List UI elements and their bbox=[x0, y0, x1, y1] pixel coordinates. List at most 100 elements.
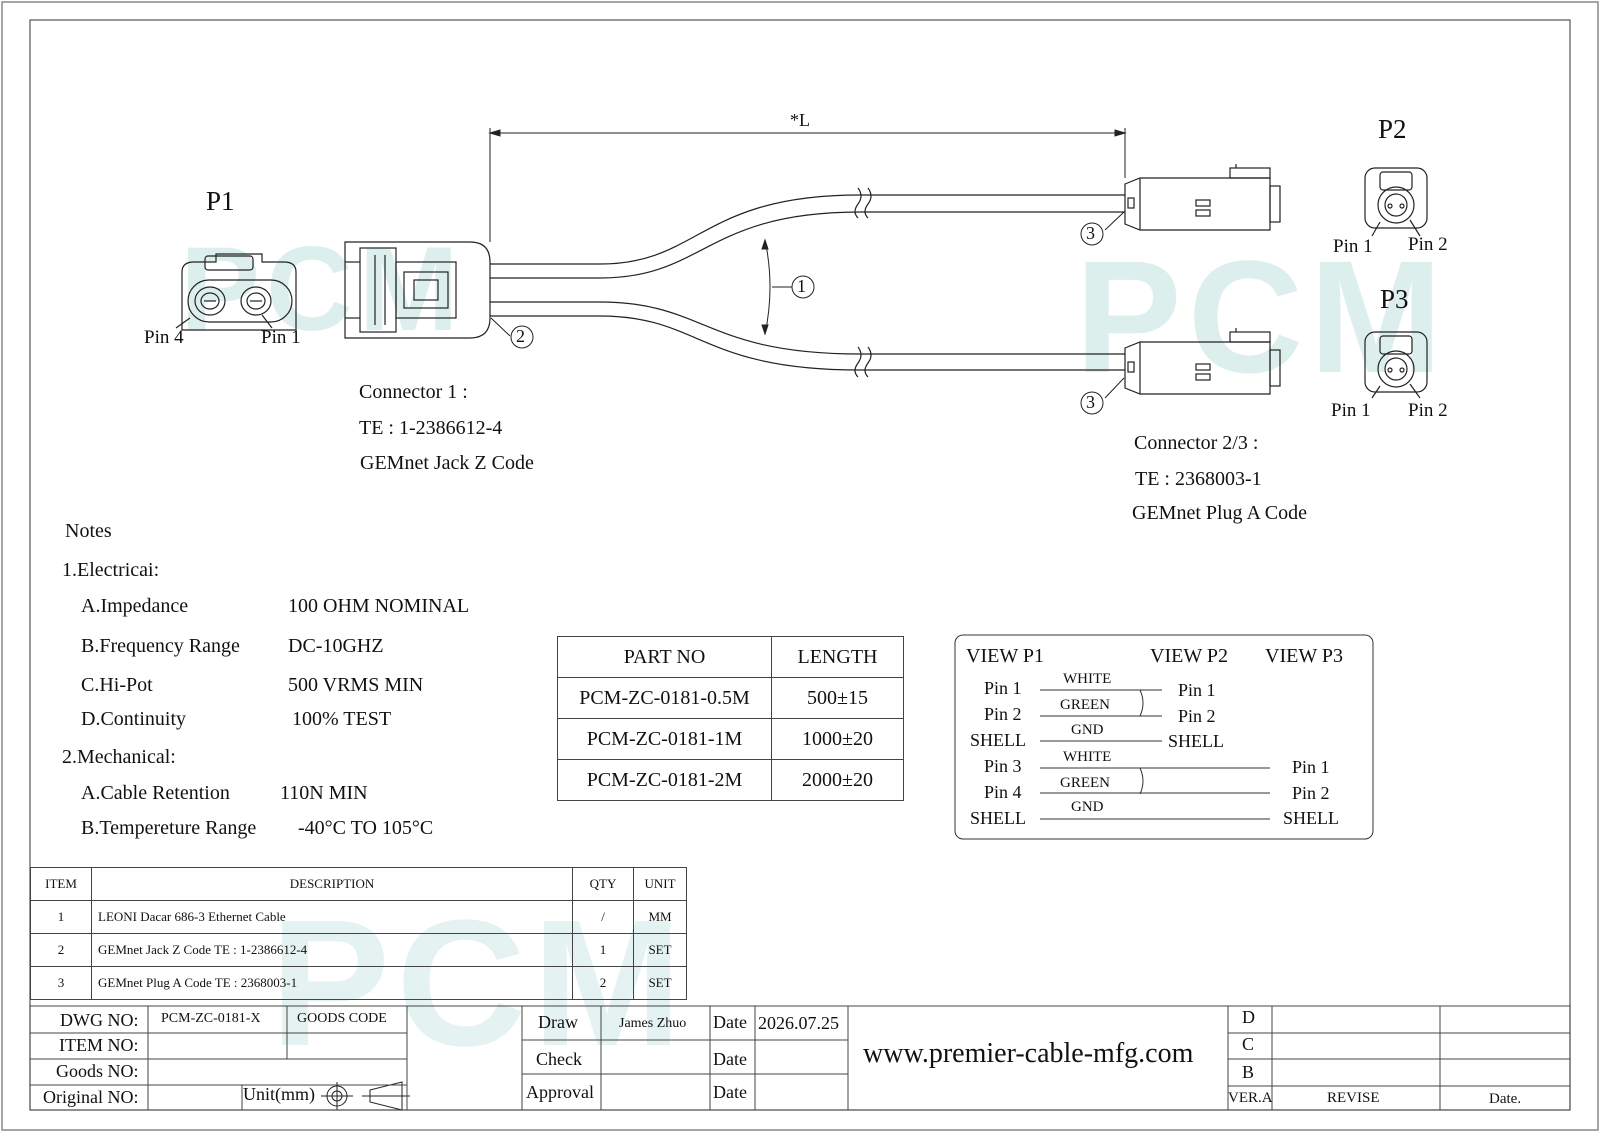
balloon-2 bbox=[510, 325, 534, 349]
connector3-side-view bbox=[1124, 328, 1281, 395]
balloon-1-label: 1 bbox=[797, 276, 806, 296]
table-cell: / bbox=[572, 900, 634, 934]
table-header-cell: LENGTH bbox=[771, 636, 904, 678]
wiring-right-pin: Pin 1 bbox=[1178, 680, 1216, 700]
unit-label: Unit(mm) bbox=[243, 1084, 315, 1104]
connector23-info-line2: TE : 2368003-1 bbox=[1135, 468, 1262, 490]
part-number-table: PART NO LENGTH PCM-ZC-0181-0.5M 500±15 P… bbox=[557, 636, 904, 801]
draw-name: James Zhuo bbox=[619, 1016, 687, 1031]
balloon-3-bottom-label: 3 bbox=[1086, 392, 1095, 412]
projection-symbol bbox=[321, 1081, 410, 1111]
table-cell: 1000±20 bbox=[771, 718, 904, 760]
note-frequency-label: B.Frequency Range bbox=[81, 635, 240, 657]
p1-face-view bbox=[175, 253, 297, 331]
notes-mechanical-heading: 2.Mechanical: bbox=[62, 746, 176, 768]
p2-face-view bbox=[1364, 167, 1428, 237]
table-cell: PCM-ZC-0181-0.5M bbox=[557, 677, 772, 719]
wiring-wire-color: GREEN bbox=[1060, 697, 1110, 713]
table-row: 2 GEMnet Jack Z Code TE : 1-2386612-4 1 … bbox=[30, 933, 687, 967]
approval-date-label: Date bbox=[713, 1082, 747, 1102]
length-dimension bbox=[488, 128, 1127, 242]
note-temperature-label: B.Tempereture Range bbox=[81, 817, 257, 839]
note-retention-label: A.Cable Retention bbox=[81, 782, 230, 804]
wiring-header-p3: VIEW P3 bbox=[1265, 645, 1343, 667]
check-label: Check bbox=[536, 1049, 582, 1069]
connector1-info-line2: TE : 1-2386612-4 bbox=[359, 417, 503, 439]
table-row: PCM-ZC-0181-0.5M 500±15 bbox=[557, 677, 904, 719]
balloon-3-top-label: 3 bbox=[1086, 223, 1095, 243]
table-cell: 500±15 bbox=[771, 677, 904, 719]
balloon-3-bottom bbox=[1080, 391, 1104, 415]
connector23-callouts bbox=[1104, 211, 1125, 399]
wiring-right-pin: Pin 1 bbox=[1292, 757, 1330, 777]
revision-vera: VER.A bbox=[1228, 1090, 1273, 1106]
check-date-label: Date bbox=[713, 1049, 747, 1069]
wiring-wire-color: WHITE bbox=[1063, 749, 1112, 765]
wiring-header-p1: VIEW P1 bbox=[966, 645, 1044, 667]
draw-date-label: Date bbox=[713, 1012, 747, 1032]
note-continuity-label: D.Continuity bbox=[81, 708, 187, 730]
table-cell: SET bbox=[633, 966, 687, 1000]
revision-b: B bbox=[1242, 1062, 1255, 1082]
balloon-2-label: 2 bbox=[516, 326, 525, 346]
notes-electrical-heading: 1.Electricai: bbox=[62, 559, 160, 581]
wiring-right-pin: Pin 2 bbox=[1292, 783, 1330, 803]
length-dimension-label: *L bbox=[790, 110, 810, 130]
revision-c: C bbox=[1242, 1034, 1255, 1054]
original-no-label: Original NO: bbox=[43, 1087, 139, 1107]
watermark-logo: PCM bbox=[180, 222, 465, 356]
p1-pin-right-label: Pin 1 bbox=[261, 327, 301, 348]
wiring-wire-color: GND bbox=[1071, 722, 1104, 738]
p1-title: P1 bbox=[206, 186, 235, 216]
connector23-info-line3: GEMnet Plug A Code bbox=[1132, 502, 1308, 524]
wiring-wire-color: WHITE bbox=[1063, 671, 1112, 687]
table-header-cell: QTY bbox=[572, 867, 634, 901]
wiring-right-pin: SHELL bbox=[1168, 731, 1224, 751]
wiring-left-pin: Pin 3 bbox=[984, 756, 1022, 776]
table-header-cell: UNIT bbox=[633, 867, 687, 901]
note-frequency-value: DC-10GHZ bbox=[288, 635, 384, 657]
note-retention-value: 110N MIN bbox=[280, 782, 368, 804]
table-cell: PCM-ZC-0181-1M bbox=[557, 718, 772, 760]
dwg-no-value: PCM-ZC-0181-X bbox=[161, 1011, 261, 1026]
wiring-left-pin: Pin 1 bbox=[984, 678, 1022, 698]
balloon-3-top bbox=[1080, 222, 1104, 246]
p3-title: P3 bbox=[1380, 284, 1409, 314]
cable-lines bbox=[490, 187, 1125, 378]
wiring-right-pin: SHELL bbox=[1283, 808, 1339, 828]
wiring-left-pin: Pin 2 bbox=[984, 704, 1022, 724]
connector23-info-line1: Connector 2/3 : bbox=[1134, 432, 1259, 454]
company-website: www.premier-cable-mfg.com bbox=[863, 1038, 1194, 1069]
p2-pin-right-label: Pin 2 bbox=[1408, 234, 1448, 255]
table-row: 3 GEMnet Plug A Code TE : 2368003-1 2 SE… bbox=[30, 966, 687, 1000]
table-cell: 1 bbox=[572, 933, 634, 967]
connector1-info-line1: Connector 1 : bbox=[359, 381, 468, 403]
p3-pin-right-label: Pin 2 bbox=[1408, 400, 1448, 421]
table-cell: LEONI Dacar 686-3 Ethernet Cable bbox=[91, 900, 573, 934]
table-cell: 2 bbox=[30, 933, 92, 967]
table-header-row: PART NO LENGTH bbox=[557, 636, 904, 678]
wiring-lines bbox=[1040, 689, 1270, 820]
wiring-left-pin: SHELL bbox=[970, 730, 1026, 750]
wiring-wire-color: GND bbox=[1071, 799, 1104, 815]
note-impedance-value: 100 OHM NOMINAL bbox=[288, 595, 470, 617]
note-continuity-value: 100% TEST bbox=[292, 708, 392, 730]
table-cell: GEMnet Jack Z Code TE : 1-2386612-4 bbox=[91, 933, 573, 967]
table-cell: GEMnet Plug A Code TE : 2368003-1 bbox=[91, 966, 573, 1000]
connector1-side-view bbox=[344, 241, 491, 339]
table-cell: SET bbox=[633, 933, 687, 967]
note-hipot-value: 500 VRMS MIN bbox=[288, 674, 424, 696]
revision-d: D bbox=[1242, 1007, 1255, 1027]
wiring-wire-color: GREEN bbox=[1060, 775, 1110, 791]
connector2-side-view bbox=[1124, 164, 1281, 231]
p2-title: P2 bbox=[1378, 114, 1407, 144]
table-row: 1 LEONI Dacar 686-3 Ethernet Cable / MM bbox=[30, 900, 687, 934]
table-header-row: ITEM DESCRIPTION QTY UNIT bbox=[30, 867, 687, 901]
goods-code-label: GOODS CODE bbox=[297, 1011, 387, 1026]
p2-pin-left-label: Pin 1 bbox=[1333, 236, 1373, 257]
revise-label: REVISE bbox=[1327, 1090, 1380, 1106]
table-cell: PCM-ZC-0181-2M bbox=[557, 759, 772, 801]
revision-date-label: Date. bbox=[1489, 1091, 1522, 1107]
